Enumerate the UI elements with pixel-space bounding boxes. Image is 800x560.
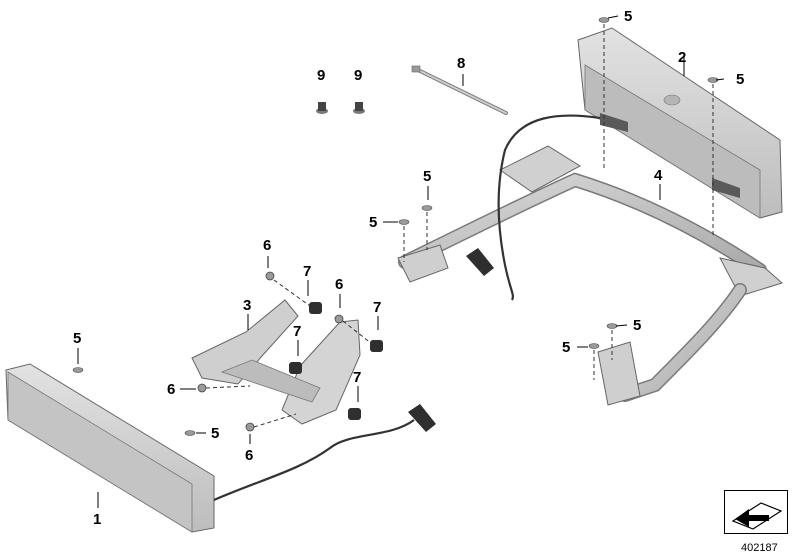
callout-3: 3	[243, 297, 252, 314]
callout-2: 2	[678, 49, 687, 66]
part-2-plate	[577, 27, 783, 219]
callout-6: 6	[167, 381, 176, 398]
callout-9: 9	[317, 67, 326, 84]
part-2-cable	[466, 114, 601, 301]
callout-7: 7	[353, 369, 362, 386]
callout-5: 5	[624, 8, 633, 25]
callout-7: 7	[373, 299, 382, 316]
part-1-plate	[5, 363, 436, 533]
callout-8: 8	[457, 55, 466, 72]
callout-9: 9	[354, 67, 363, 84]
page-arrow-icon	[731, 502, 783, 530]
callout-5: 5	[633, 317, 642, 334]
fasteners	[197, 271, 383, 432]
callout-5: 5	[562, 339, 571, 356]
part-4-carrier-frame	[397, 145, 783, 406]
callout-1: 1	[93, 511, 102, 528]
callout-7: 7	[303, 263, 312, 280]
part-9-grommets	[316, 102, 365, 114]
callout-5: 5	[736, 71, 745, 88]
callout-7: 7	[293, 323, 302, 340]
callout-6: 6	[335, 276, 344, 293]
callout-4: 4	[654, 167, 663, 184]
leader-lines	[77, 15, 725, 508]
page-badge	[724, 490, 788, 534]
part-5-screws	[72, 17, 719, 436]
callout-5: 5	[73, 330, 82, 347]
callout-5: 5	[423, 168, 432, 185]
callout-5: 5	[211, 425, 220, 442]
callout-5: 5	[369, 214, 378, 231]
callout-6: 6	[263, 237, 272, 254]
callout-6: 6	[245, 447, 254, 464]
part-8-cable-tie	[411, 65, 508, 115]
part-3-bracket	[191, 299, 361, 425]
assembly-lines	[205, 24, 714, 428]
reference-number: 402187	[741, 542, 778, 554]
